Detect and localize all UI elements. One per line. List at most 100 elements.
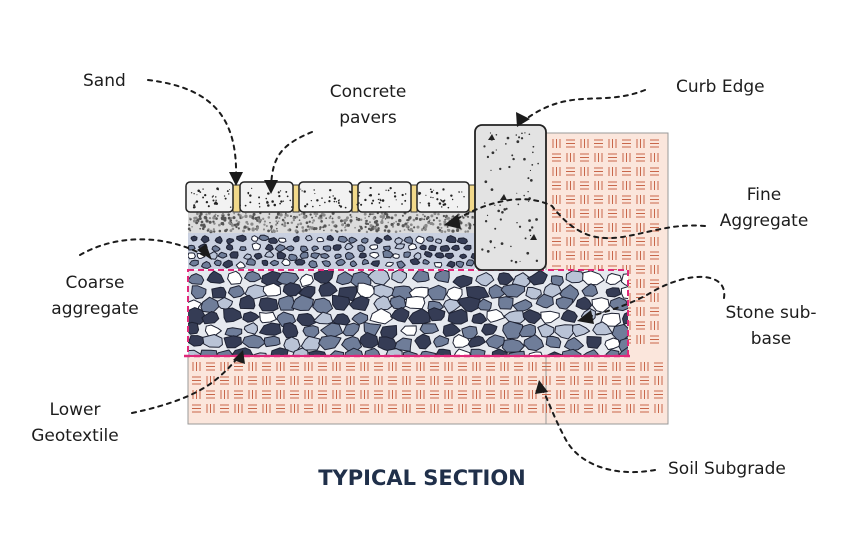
fine-aggregate-grain — [413, 226, 416, 229]
fine-aggregate-grain — [357, 229, 361, 232]
lower-geotextile-leader — [131, 354, 241, 414]
fine-aggregate-grain — [468, 223, 472, 226]
fine-aggregate-grain — [315, 212, 319, 216]
fine-aggregate-grain — [290, 221, 294, 224]
subbase-stone — [592, 321, 613, 336]
subbase-stone — [452, 274, 473, 289]
paver-speck — [335, 201, 338, 203]
fine-aggregate-grain — [299, 222, 303, 226]
concrete-pavers-label-line2: pavers — [339, 108, 397, 128]
subbase-stone — [523, 334, 545, 352]
coarse-stone — [322, 245, 332, 252]
fine-aggregate-grain — [198, 217, 202, 221]
paver-speck — [192, 206, 196, 209]
coarse-stone — [188, 244, 196, 251]
fine-aggregate-grain — [205, 213, 208, 216]
fine-aggregate-grain — [346, 223, 350, 227]
fine-aggregate-leader — [451, 198, 706, 240]
fine-aggregate-grain — [407, 221, 409, 224]
paver-speck — [194, 206, 196, 208]
fine-aggregate-grain — [300, 213, 303, 215]
fine-aggregate-grain — [320, 220, 323, 223]
fine-aggregate-grain — [303, 214, 306, 217]
paver-speck — [433, 189, 435, 191]
fine-aggregate-grain — [262, 217, 265, 220]
subbase-stone — [211, 286, 227, 299]
coarse-stone — [226, 238, 235, 245]
paver-speck — [438, 202, 442, 205]
paver-speck — [348, 190, 351, 193]
paver-speck — [202, 188, 204, 190]
curb-speck — [497, 209, 500, 213]
fine-aggregate-grain — [459, 221, 463, 225]
fine-aggregate-grain — [314, 215, 317, 218]
fine-aggregate-grain — [412, 218, 416, 222]
fine-aggregate-grain — [331, 220, 335, 224]
fine-aggregate-grain — [438, 222, 442, 226]
paver-speck — [207, 205, 210, 208]
fine-aggregate-grain — [248, 214, 253, 218]
fine-aggregate-grain — [218, 223, 221, 227]
subbase-stone — [512, 299, 533, 313]
paver-speck — [211, 196, 214, 198]
fine-aggregate-grain — [381, 219, 384, 222]
fine-aggregate-grain — [415, 216, 419, 221]
fine-aggregate-grain — [251, 215, 255, 218]
fine-aggregate-grain — [216, 215, 219, 217]
paver-speck — [271, 200, 274, 203]
fine-aggregate-grain — [218, 229, 222, 233]
curb-speck — [494, 227, 497, 230]
fine-aggregate-grain — [421, 228, 424, 231]
curb-speck — [493, 246, 496, 249]
subbase-stone — [206, 270, 225, 284]
fine-aggregate-grain — [283, 221, 287, 225]
coarse-stone — [383, 234, 393, 241]
paver-speck — [387, 189, 390, 192]
paver-speck — [204, 194, 207, 197]
soil-subgrade-label: Soil Subgrade — [668, 459, 786, 479]
paver-speck — [435, 191, 439, 195]
paver-speck — [388, 206, 390, 208]
fine-aggregate-grain — [322, 226, 325, 229]
fine-aggregate-grain — [298, 219, 301, 221]
coarse-stone — [268, 237, 278, 244]
subbase-stone — [227, 285, 245, 299]
subbase-stone — [457, 296, 481, 313]
fine-aggregate-grain — [301, 226, 305, 229]
paver-speck — [338, 204, 341, 207]
curb-edge-label: Curb Edge — [676, 77, 765, 97]
fine-aggregate-grain — [212, 220, 215, 223]
fine-aggregate-grain — [442, 214, 446, 218]
subbase-stone — [188, 321, 200, 335]
subbase-stone — [540, 310, 560, 324]
fine-aggregate-grain — [423, 218, 426, 221]
paver-speck — [202, 196, 205, 199]
fine-aggregate-grain — [343, 218, 348, 222]
curb-speck — [491, 151, 495, 155]
fine-aggregate-grain — [375, 229, 379, 233]
fine-aggregate-grain — [263, 220, 267, 223]
subbase-stone — [527, 270, 548, 286]
subbase-stone — [223, 307, 243, 323]
paver-speck — [196, 194, 198, 196]
fine-aggregate-grain — [444, 230, 447, 233]
fine-aggregate-grain — [451, 229, 455, 233]
subbase-stone — [357, 282, 376, 299]
subbase-stone — [308, 350, 327, 356]
curb-speck — [510, 245, 512, 248]
fine-aggregate-grain — [200, 220, 204, 224]
coarse-stone — [435, 238, 443, 244]
fine-aggregate-grain — [371, 213, 373, 216]
fine-aggregate-grain — [229, 219, 233, 222]
fine-aggregate-grain — [360, 227, 363, 230]
paver-speck — [389, 187, 392, 190]
fine-aggregate-grain — [304, 228, 308, 232]
paver-speck — [280, 200, 283, 203]
curb-speck — [495, 149, 497, 151]
paver-speck — [377, 198, 380, 201]
fine-aggregate-grain — [188, 223, 191, 227]
coarse-stone — [229, 251, 239, 259]
subbase-stone — [522, 309, 543, 325]
fine-aggregate-grain — [283, 224, 287, 228]
fine-aggregate-grain — [200, 223, 203, 227]
